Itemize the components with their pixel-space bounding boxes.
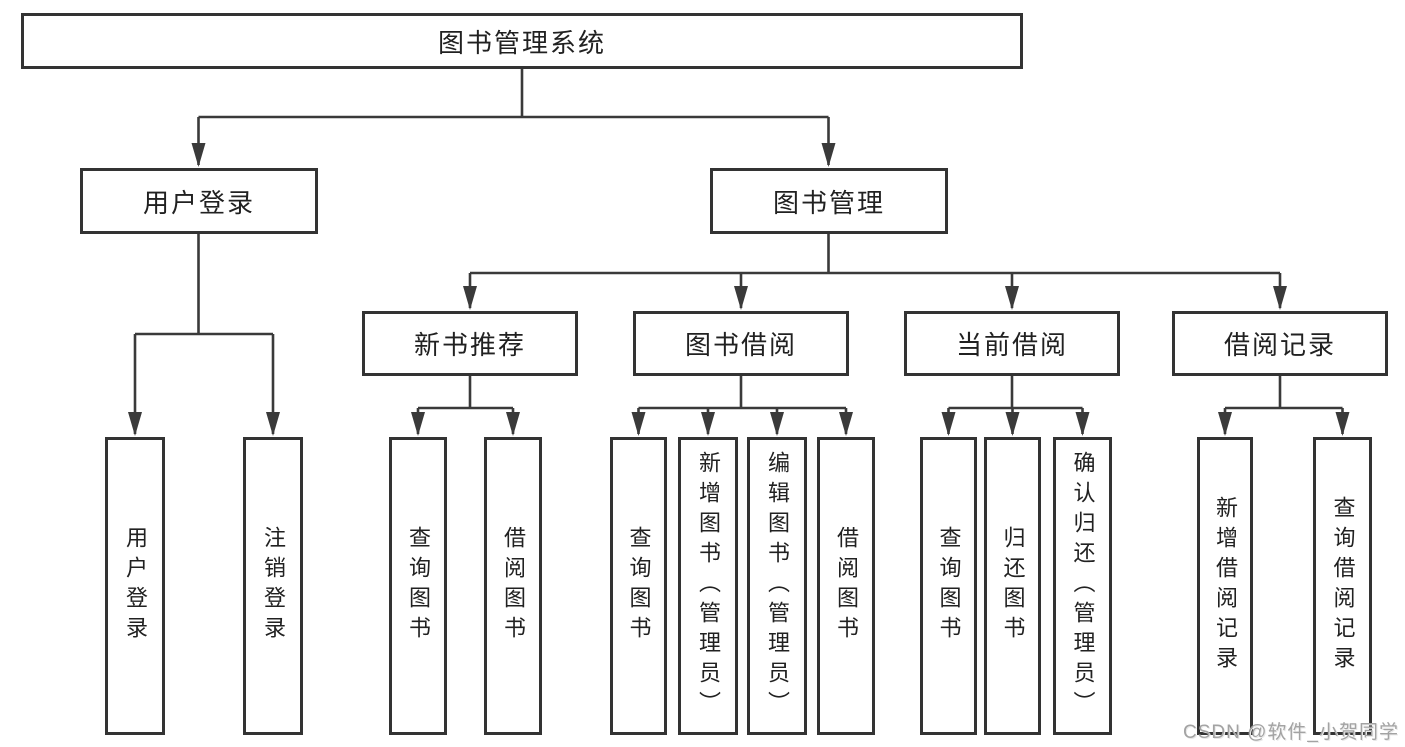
leaf-logout: 注销登录 <box>243 437 303 735</box>
leaf-borrow-books-recommend: 借阅图书 <box>484 437 542 735</box>
node-book-management: 图书管理 <box>710 168 948 234</box>
leaf-query-books-borrow: 查询图书 <box>610 437 667 735</box>
connector-book-borrow-rail <box>638 376 846 410</box>
leaf-edit-books-admin: 编辑图书（管理员） <box>747 437 807 735</box>
leaf-user-login: 用户登录 <box>105 437 165 735</box>
node-user-login: 用户登录 <box>80 168 318 234</box>
connector-book-management-rail <box>470 234 1280 275</box>
leaf-return-books: 归还图书 <box>984 437 1041 735</box>
leaf-add-borrow-record: 新增借阅记录 <box>1197 437 1253 735</box>
leaf-query-books-recommend: 查询图书 <box>389 437 447 735</box>
node-current-borrow: 当前借阅 <box>904 311 1120 376</box>
leaf-query-books-current: 查询图书 <box>920 437 977 735</box>
node-borrow-record: 借阅记录 <box>1172 311 1388 376</box>
node-book-borrow: 图书借阅 <box>633 311 849 376</box>
leaf-borrow-books-borrow: 借阅图书 <box>817 437 875 735</box>
connector-current-borrow-rail <box>948 376 1083 410</box>
leaf-query-borrow-record: 查询借阅记录 <box>1313 437 1372 735</box>
connector-root-rail <box>198 68 829 119</box>
csdn-watermark: CSDN @软件_小贺同学 <box>1183 722 1399 743</box>
node-root: 图书管理系统 <box>21 13 1023 69</box>
node-new-book-recommend: 新书推荐 <box>362 311 578 376</box>
connector-borrow-record-rail <box>1225 376 1343 410</box>
connector-new-book-rail <box>418 376 513 410</box>
leaf-add-books-admin: 新增图书（管理员） <box>678 437 738 735</box>
leaf-confirm-return-admin: 确认归还（管理员） <box>1053 437 1112 735</box>
connector-user-login-rail <box>135 234 273 336</box>
